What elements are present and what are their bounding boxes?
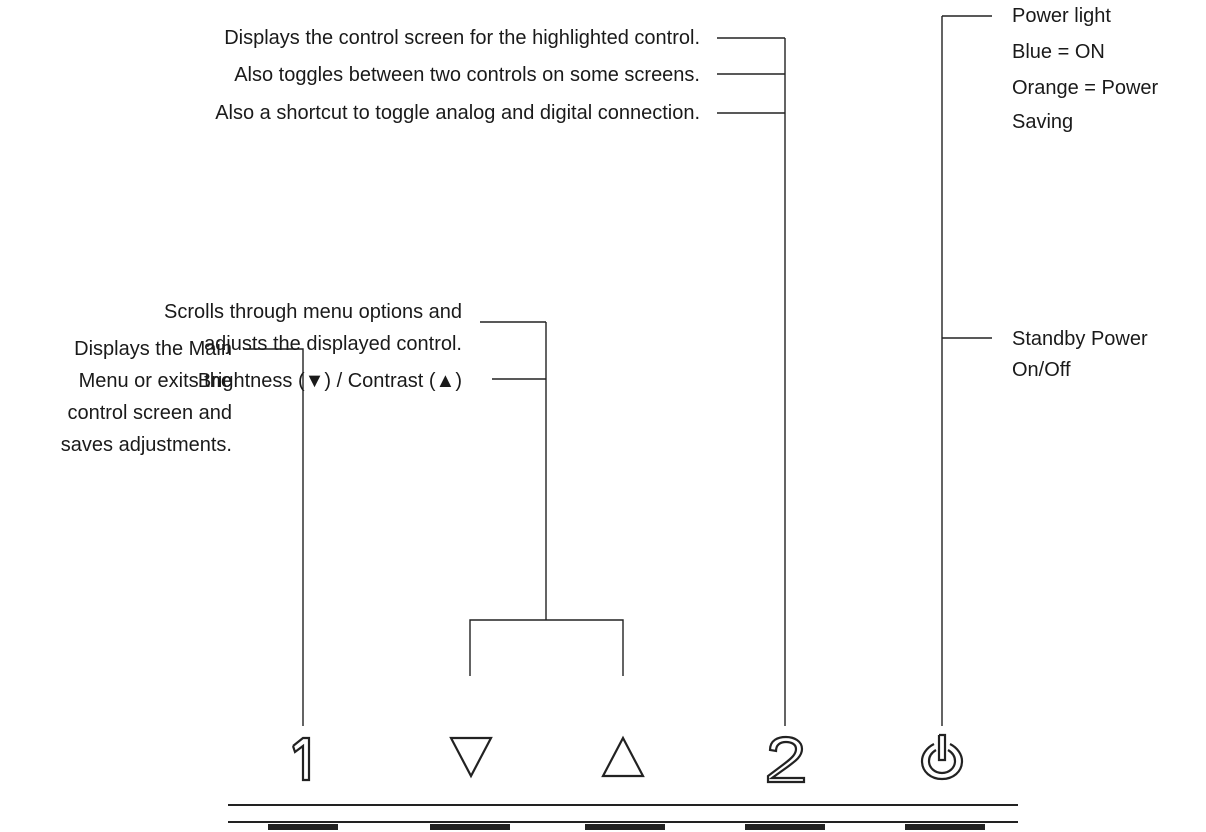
bezel-power-button-base — [905, 824, 985, 830]
bezel-up-button-base — [585, 824, 665, 830]
callout-button1-line4: saves adjustments. — [60, 434, 232, 456]
callout-power-light-line4: Saving — [1012, 111, 1074, 133]
up-arrow-button[interactable] — [600, 734, 646, 780]
button-2-glyph — [766, 735, 806, 784]
bezel-button-1-base — [268, 824, 338, 830]
callout-power-light-line1: Power light — [1012, 5, 1111, 27]
callout-power-light-line2: Blue = ON — [1012, 41, 1105, 63]
callout-power-light-line3: Orange = Power — [1012, 77, 1159, 99]
callout-arrows-line2: adjusts the displayed control. — [204, 333, 462, 355]
bezel-button-2-base — [745, 824, 825, 830]
leader-button1 — [243, 348, 304, 726]
callout-button2-line3: Also a shortcut to toggle analog and dig… — [215, 102, 700, 124]
callout-button1-line3: control screen and — [67, 402, 232, 424]
callout-button1-line2: Menu or exits the — [78, 370, 232, 392]
bezel-down-button-base — [430, 824, 510, 830]
leader-arrows-fork — [469, 619, 624, 676]
callout-standby-line1: Standby Power — [1012, 328, 1148, 350]
button-2[interactable] — [764, 734, 808, 784]
callout-arrows-line1: Scrolls through menu options and — [164, 301, 462, 323]
power-icon — [920, 733, 964, 781]
power-button[interactable] — [918, 732, 966, 782]
down-triangle-icon — [449, 736, 493, 779]
button-1-glyph — [291, 736, 311, 782]
up-triangle-icon — [601, 735, 645, 778]
callout-button2-line1: Displays the control screen for the high… — [224, 27, 700, 49]
callout-button2-line2: Also toggles between two controls on som… — [234, 64, 700, 86]
callout-arrows-line3: Brightness (▼) / Contrast (▲) — [197, 370, 462, 392]
button-1[interactable] — [285, 734, 321, 784]
callout-button1-line1: Displays the Main — [74, 338, 232, 360]
callout-standby-line2: On/Off — [1012, 359, 1071, 381]
down-arrow-button[interactable] — [448, 734, 494, 780]
